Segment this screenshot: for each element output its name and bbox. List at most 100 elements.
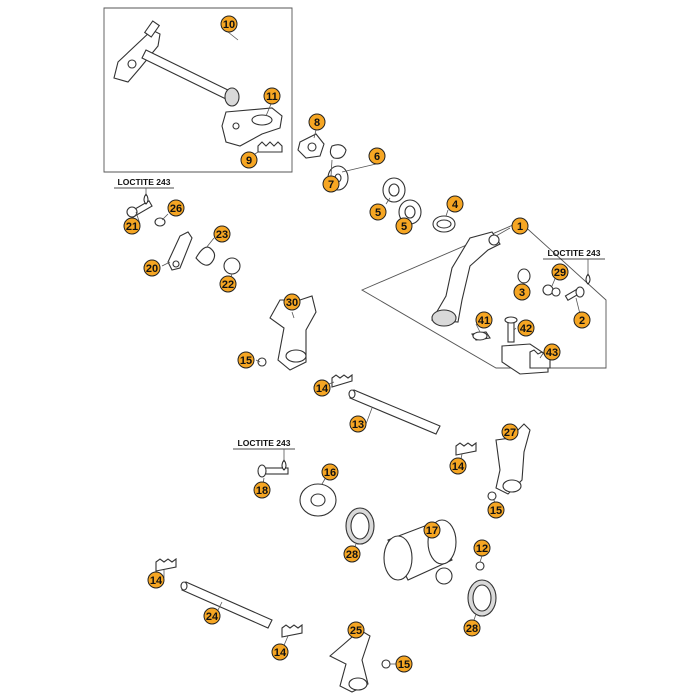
washer-26: [154, 217, 166, 227]
svg-text:LOCTITE 243: LOCTITE 243: [118, 177, 171, 187]
callout-12[interactable]: 12: [473, 539, 491, 557]
callout-14d[interactable]: 14: [271, 643, 289, 661]
callout-29[interactable]: 29: [551, 263, 569, 281]
spring-23: [195, 246, 216, 266]
callout-4[interactable]: 4: [446, 195, 464, 213]
pin-15a: [257, 357, 267, 367]
bolt-18: [257, 464, 289, 478]
washer-29: [542, 284, 561, 297]
shift-drum-17: [383, 519, 457, 585]
svg-text:15: 15: [240, 355, 252, 367]
callout-5b[interactable]: 5: [395, 217, 413, 235]
svg-text:14: 14: [150, 575, 163, 587]
callout-16[interactable]: 16: [321, 463, 339, 481]
loctite-label-upper-left: LOCTITE 243: [114, 177, 174, 196]
shaft-13: [348, 389, 441, 435]
pin-42: [504, 316, 518, 343]
callout-25[interactable]: 25: [347, 621, 365, 639]
shift-shaft-group-frame: [103, 7, 293, 173]
loctite-drop-18: [281, 459, 287, 471]
spring-14d: [281, 623, 303, 638]
shift-lever-group-frame: [361, 221, 607, 369]
callout-6[interactable]: 6: [368, 147, 386, 165]
callout-43[interactable]: 43: [543, 343, 561, 361]
roller-22: [223, 257, 241, 275]
callout-2[interactable]: 2: [573, 311, 591, 329]
callout-3[interactable]: 3: [513, 283, 531, 301]
callout-30[interactable]: 30: [283, 293, 301, 311]
callout-11[interactable]: 11: [263, 87, 281, 105]
callout-41[interactable]: 41: [475, 311, 493, 329]
callout-22[interactable]: 22: [219, 275, 237, 293]
svg-text:41: 41: [478, 315, 490, 327]
svg-text:23: 23: [216, 229, 228, 241]
svg-text:14: 14: [452, 461, 465, 473]
callout-15b[interactable]: 15: [487, 501, 505, 519]
callout-9[interactable]: 9: [240, 151, 258, 169]
callout-28b[interactable]: 28: [463, 619, 481, 637]
shift-fork-25: [329, 629, 371, 693]
callout-23[interactable]: 23: [213, 225, 231, 243]
loctite-drop-21: [143, 193, 149, 205]
svg-text:6: 6: [374, 151, 380, 163]
pin-15c: [381, 659, 391, 669]
svg-text:28: 28: [346, 549, 358, 561]
svg-text:10: 10: [223, 19, 235, 31]
svg-text:15: 15: [398, 659, 410, 671]
svg-text:11: 11: [266, 91, 278, 103]
spring-9: [257, 141, 283, 153]
svg-text:1: 1: [517, 221, 523, 233]
svg-text:27: 27: [504, 427, 516, 439]
callout-15a[interactable]: 15: [237, 351, 255, 369]
pin-12: [475, 561, 485, 571]
callout-27[interactable]: 27: [501, 423, 519, 441]
shift-lever: [431, 231, 501, 327]
svg-text:4: 4: [452, 199, 459, 211]
shim-41: [471, 331, 491, 341]
callout-1[interactable]: 1: [511, 217, 529, 235]
svg-text:LOCTITE 243: LOCTITE 243: [548, 248, 601, 258]
callout-10[interactable]: 10: [220, 15, 238, 33]
svg-text:22: 22: [222, 279, 234, 291]
actuator-43: [501, 343, 551, 375]
svg-text:15: 15: [490, 505, 502, 517]
loctite-drop-2: [585, 273, 591, 285]
svg-text:16: 16: [324, 467, 336, 479]
svg-text:3: 3: [519, 287, 525, 299]
svg-text:9: 9: [246, 155, 252, 167]
callout-18[interactable]: 18: [253, 481, 271, 499]
guide-bracket-8: [297, 133, 325, 159]
svg-text:12: 12: [476, 543, 488, 555]
callout-14a[interactable]: 14: [313, 379, 331, 397]
svg-text:18: 18: [256, 485, 268, 497]
callout-15c[interactable]: 15: [395, 655, 413, 673]
washer-3: [517, 268, 531, 284]
callout-26[interactable]: 26: [167, 199, 185, 217]
callout-28a[interactable]: 28: [343, 545, 361, 563]
spring-14b: [455, 441, 477, 456]
gear-ring-28a: [345, 507, 375, 545]
shift-plate: [221, 107, 283, 147]
callout-13[interactable]: 13: [349, 415, 367, 433]
svg-text:25: 25: [350, 625, 362, 637]
svg-text:28: 28: [466, 623, 478, 635]
svg-text:5: 5: [401, 221, 407, 233]
svg-text:24: 24: [206, 611, 219, 623]
svg-text:5: 5: [375, 207, 381, 219]
callout-14c[interactable]: 14: [147, 571, 165, 589]
callout-42[interactable]: 42: [517, 319, 535, 337]
callout-21[interactable]: 21: [123, 217, 141, 235]
clip-7: [329, 144, 347, 159]
callout-14b[interactable]: 14: [449, 457, 467, 475]
callout-7[interactable]: 7: [322, 175, 340, 193]
callout-17[interactable]: 17: [423, 521, 441, 539]
lever-20: [167, 231, 193, 271]
bolt-2: [564, 286, 585, 301]
svg-text:7: 7: [328, 179, 334, 191]
callout-8[interactable]: 8: [308, 113, 326, 131]
svg-text:2: 2: [579, 315, 585, 327]
callout-5a[interactable]: 5: [369, 203, 387, 221]
svg-text:29: 29: [554, 267, 566, 279]
callout-24[interactable]: 24: [203, 607, 221, 625]
callout-20[interactable]: 20: [143, 259, 161, 277]
